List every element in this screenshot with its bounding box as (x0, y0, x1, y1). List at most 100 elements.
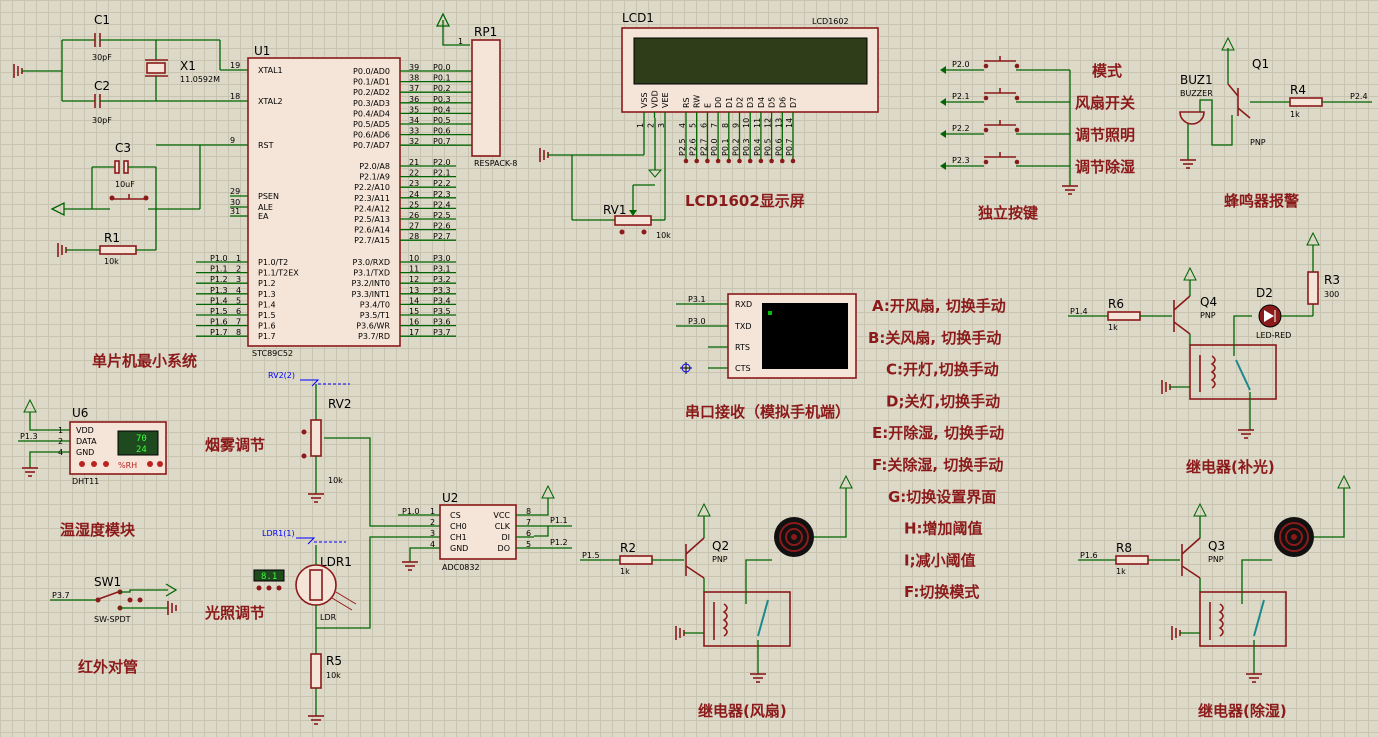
uart-screen (762, 303, 848, 369)
dht-button[interactable] (147, 461, 153, 467)
mcu-pin-name: P2.2/A10 (354, 183, 390, 192)
mcu-net-label: P3.1 (433, 265, 451, 274)
rv1-ref: RV1 (603, 203, 627, 217)
mcu-net-label: P2.3 (433, 190, 451, 199)
ground-symbol (57, 243, 67, 257)
command-line: E:开除湿, 切换手动 (872, 424, 1004, 442)
mcu-pin-number: 13 (409, 286, 419, 295)
key-label: 调节照明 (1075, 126, 1135, 144)
mcu-section: C1 30pF C2 30pF X1 11.0592M C3 10uF R1 1… (13, 12, 517, 370)
command-line: A:开风扇, 切换手动 (872, 297, 1006, 315)
lcd-pin-number: 10 (742, 118, 751, 128)
mcu-pin-name: XTAL1 (258, 66, 283, 75)
dht-button[interactable] (103, 461, 109, 467)
ldr-probe: LDR1(1) (262, 529, 295, 538)
dht-button[interactable] (91, 461, 97, 467)
mcu-pin-name: P3.6/WR (356, 322, 390, 331)
mcu-pin-number: 15 (409, 307, 419, 316)
lcd-pin-number: 7 (710, 123, 719, 128)
command-line: F:切换模式 (904, 583, 979, 601)
rv2-value: 10k (328, 476, 343, 485)
ldr-display-value: 8.1 (261, 572, 277, 582)
dht-button[interactable] (157, 461, 163, 467)
mcu-pin-number: 38 (409, 74, 419, 83)
section-label-smoke: 烟雾调节 (205, 436, 265, 454)
adc-chip (439, 504, 517, 560)
adc-net-label: P1.0 (402, 507, 420, 516)
ground-symbol (675, 626, 685, 640)
lcd-net-label: P0.1 (721, 138, 730, 156)
mcu-pin-name: P3.0/RXD (353, 258, 390, 267)
mcu-pin-number: 17 (409, 328, 419, 337)
mcu-net-label: P1.5 (210, 307, 228, 316)
lcd-pin-name: D4 (757, 97, 766, 108)
mcu-net-label: P3.4 (433, 296, 451, 305)
lcd-pin-name: D1 (725, 97, 734, 108)
r4-ref: R4 (1290, 83, 1306, 97)
section-label-lcd: LCD1602显示屏 (685, 192, 805, 210)
r1-value: 10k (104, 257, 119, 266)
q2-ref: Q2 (712, 539, 729, 553)
c3-value: 10uF (115, 180, 135, 189)
rp1-ref: RP1 (474, 25, 497, 39)
x1-value: 11.0592M (180, 75, 220, 84)
mcu-pin-number: 25 (409, 200, 419, 209)
lcd-terminal (705, 158, 710, 164)
lcd-terminal (747, 158, 753, 164)
adc-pin-number: 1 (430, 507, 435, 516)
mcu-net-label: P1.6 (210, 318, 228, 327)
ground-symbol (750, 673, 766, 683)
lcd-net-label: P0.4 (753, 138, 762, 156)
mcu-pin-name: P3.5/T1 (360, 311, 390, 320)
mcu-net-label: P1.1 (210, 265, 228, 274)
mcu-pin-number: 7 (236, 318, 241, 327)
mcu-pin-number: 18 (230, 92, 240, 101)
uart-pin-name: TXD (734, 322, 752, 331)
section-label-ir: 红外对管 (78, 658, 138, 676)
q3-ref: Q3 (1208, 539, 1225, 553)
mcu-net-label: P2.6 (433, 222, 451, 231)
adc-ref: U2 (442, 491, 458, 505)
lcd-pin-number: 2 (647, 123, 656, 128)
dht-ref: U6 (72, 406, 88, 420)
mcu-pin-name: P0.3/AD3 (353, 99, 390, 108)
r3-ref: R3 (1324, 273, 1340, 287)
net-arrow (940, 162, 946, 170)
rv2-probe: RV2(2) (268, 371, 295, 380)
mcu-pin-number: 23 (409, 179, 419, 188)
adc-pin-name: VCC (493, 511, 510, 520)
c1-value: 30pF (92, 53, 112, 62)
mcu-pin-name: XTAL2 (258, 97, 283, 106)
mcu-net-label: P1.3 (210, 286, 228, 295)
relay-fan-net: P1.5 (582, 551, 600, 560)
ground-symbol (1171, 626, 1181, 640)
buzzer-part: BUZZER (1180, 89, 1213, 98)
net-arrow (940, 66, 946, 74)
lcd-pin-name: D6 (778, 97, 787, 108)
lcd-pin-number: 14 (785, 118, 794, 128)
lcd-terminal (726, 158, 732, 164)
mcu-pin-name: P1.7 (258, 332, 276, 341)
dht-display (117, 430, 159, 456)
mcu-chip (247, 57, 401, 347)
adc-pin-number: 6 (526, 529, 531, 538)
mcu-pin-number: 39 (409, 63, 419, 72)
mcu-net-label: P2.4 (433, 200, 451, 209)
adc-pin-name: DI (501, 533, 510, 542)
lcd-pin-number: 3 (657, 123, 666, 128)
uart-pin-name: RTS (735, 343, 750, 352)
mcu-net-label: P3.7 (433, 328, 451, 337)
command-line: I;减小阈值 (904, 551, 976, 569)
key-net-label: P2.0 (952, 60, 970, 69)
lcd-pins: VSS1VDD2VEE3RS4P2.5RW5P2.6E6P2.7D07P0.0D… (636, 90, 798, 164)
mcu-pin-name: P1.6 (258, 322, 276, 331)
mcu-pin-name: P3.2/INT0 (351, 279, 390, 288)
mcu-net-label: P0.1 (433, 74, 451, 83)
dht-button[interactable] (79, 461, 85, 467)
buzzer-section: BUZ1 BUZZER Q1 PNP R4 1k P2.4 蜂鸣器报警 (1179, 36, 1372, 210)
mcu-ref: U1 (254, 44, 270, 58)
